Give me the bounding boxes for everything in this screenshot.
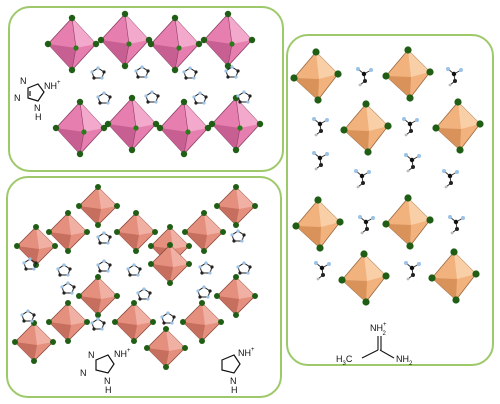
- octahedron: [52, 98, 108, 158]
- triazolium-structure-top: [27, 83, 45, 102]
- octahedron: [179, 299, 225, 345]
- bottom-left-octahedra-upper: [13, 183, 259, 287]
- octahedron: [104, 94, 160, 154]
- triazolium-n-label: N: [80, 368, 87, 378]
- charge-label: +: [127, 348, 131, 354]
- triazolium-n-label: N: [20, 76, 27, 86]
- right-amidinium-molecules: [311, 66, 466, 281]
- octahedron: [213, 183, 259, 229]
- right-octahedra: [289, 45, 485, 307]
- octahedron: [431, 97, 485, 155]
- triazolium-n-label: N: [14, 93, 21, 103]
- octahedron: [381, 45, 435, 103]
- imidazolium-h-label: H: [231, 385, 238, 395]
- nh2-top-label: NH+2: [370, 322, 387, 337]
- triazolium-n-label: N: [34, 103, 41, 113]
- top-left-cation-molecules: [89, 64, 253, 106]
- octahedron: [213, 273, 259, 319]
- octahedron: [143, 325, 189, 371]
- octahedron: [45, 299, 91, 345]
- charge-label: +: [251, 347, 255, 353]
- imidazolium-nh-label: NH: [238, 348, 251, 358]
- triazolium-n-label: N: [104, 376, 111, 386]
- ch3-label: H3C: [336, 354, 353, 367]
- octahedron: [44, 14, 100, 74]
- octahedron: [75, 183, 121, 229]
- octahedron: [289, 47, 343, 105]
- top-left-octahedra-row-2: [52, 94, 264, 158]
- octahedron: [75, 273, 121, 319]
- triazolium-h-label: H: [105, 385, 112, 395]
- imidazolium-n-label: N: [230, 376, 237, 386]
- octahedron: [97, 10, 153, 70]
- nh2-right-label: NH2: [396, 354, 413, 367]
- triazolium-structure-bottom: [95, 354, 115, 374]
- octahedron: [208, 94, 264, 154]
- octahedron: [200, 10, 256, 70]
- acetamidinium-structure: [361, 336, 395, 359]
- bottom-left-octahedra-lower: [11, 273, 259, 371]
- octahedron: [111, 299, 157, 345]
- octahedron: [11, 319, 57, 365]
- octahedron: [339, 99, 393, 157]
- octahedron: [156, 98, 212, 158]
- top-left-octahedra-row-1: [44, 10, 256, 74]
- triazolium-n-label: N: [88, 350, 95, 360]
- charge-label: +: [57, 80, 61, 86]
- octahedron: [427, 247, 481, 305]
- imidazolium-structure: [221, 354, 241, 374]
- triazolium-nh-label: NH: [114, 349, 127, 359]
- triazolium-h-label: H: [35, 112, 42, 122]
- triazolium-nh-label: NH: [44, 81, 57, 91]
- octahedron: [147, 14, 203, 74]
- octahedron: [337, 249, 391, 307]
- octahedron: [381, 193, 435, 251]
- octahedron: [291, 195, 345, 253]
